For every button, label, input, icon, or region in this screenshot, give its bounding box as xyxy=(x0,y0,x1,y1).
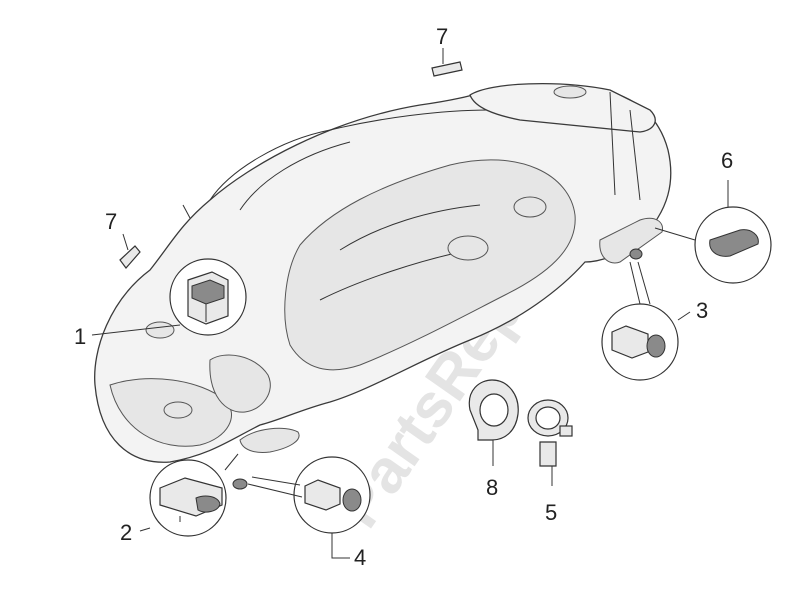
dashboard-housing xyxy=(94,83,672,490)
part-6-switch-cap xyxy=(654,180,772,284)
callout-3: 3 xyxy=(696,298,708,323)
callout-8: 8 xyxy=(486,475,498,500)
part-4-switch xyxy=(247,456,371,559)
callout-1: 1 xyxy=(74,324,86,349)
part-5-ignition-switch xyxy=(527,399,573,486)
part-3-switch xyxy=(601,261,691,381)
part-7-bulb-top xyxy=(431,48,463,77)
part-2-switch xyxy=(139,453,239,537)
callout-2: 2 xyxy=(120,520,132,545)
callout-7-top: 7 xyxy=(436,24,448,49)
part-8-ring xyxy=(468,379,519,466)
callout-4: 4 xyxy=(354,545,366,570)
part-7-bulb-left xyxy=(119,233,141,269)
callout-5: 5 xyxy=(545,500,557,525)
callout-6: 6 xyxy=(721,148,733,173)
part-1-switch xyxy=(91,258,247,336)
callout-7-left: 7 xyxy=(105,209,117,234)
